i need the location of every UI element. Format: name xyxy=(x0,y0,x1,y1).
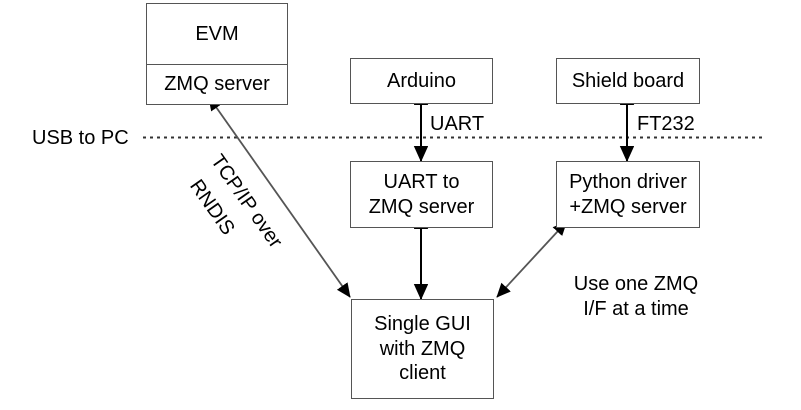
node-single-gui[interactable]: Single GUI with ZMQ client xyxy=(351,299,494,399)
edge-label-ft232: FT232 xyxy=(637,113,695,135)
edge-label-uart: UART xyxy=(430,113,485,135)
arrow-pythondriver-singlegui xyxy=(496,221,568,298)
note-one-zmq-interface: Use one ZMQ I/F at a time xyxy=(573,273,699,320)
node-uart-to-zmq-server-label: UART to ZMQ server xyxy=(368,171,475,218)
node-evm-label: EVM xyxy=(195,22,239,45)
node-python-driver-label: Python driver +ZMQ server xyxy=(569,171,687,218)
node-uart-to-zmq-server[interactable]: UART to ZMQ server xyxy=(350,161,493,228)
node-evm-zmq-server-label: ZMQ server xyxy=(164,73,270,95)
usb-to-pc-label: USB to PC xyxy=(32,127,129,149)
node-evm-zmq-server[interactable]: ZMQ server xyxy=(146,64,288,105)
node-single-gui-label: Single GUI with ZMQ client xyxy=(374,313,471,385)
node-evm[interactable]: EVM xyxy=(146,3,288,64)
node-arduino-label: Arduino xyxy=(387,69,456,92)
node-python-driver[interactable]: Python driver +ZMQ server xyxy=(556,161,700,228)
node-shield-board[interactable]: Shield board xyxy=(556,58,700,104)
node-arduino[interactable]: Arduino xyxy=(350,58,493,104)
arrow-evm-singlegui xyxy=(208,95,351,298)
node-shield-board-label: Shield board xyxy=(571,69,685,92)
